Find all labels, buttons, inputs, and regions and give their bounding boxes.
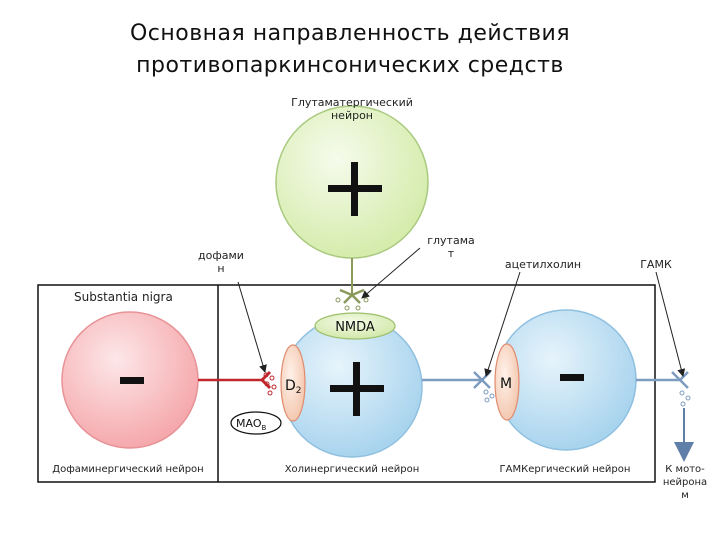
title-line-2: противопаркинсонических средств [136,53,564,78]
acetylcholine-pointer [484,271,521,377]
motor-neuron-label: К мото- нейрона м [662,464,708,501]
glutamate-pointer [361,247,421,299]
dopamine-label: дофами н [198,249,244,275]
d2-receptor [280,344,306,422]
acetylcholine-label: ацетилхолин [504,258,582,271]
page-title: Основная направленность действия противо… [60,18,640,82]
substantia-nigra-label: Substantia nigra [74,290,173,304]
plus-sign-glutamatergic [328,162,382,216]
nmda-receptor [314,312,396,340]
dopamine-pointer [237,281,267,373]
glutamate-label: глутама т [427,234,475,260]
substantia-nigra-box [37,284,656,483]
minus-sign-gabaergic [560,374,584,381]
title-line-1: Основная направленность действия [129,21,571,46]
m-receptor [494,343,520,421]
nmda-receptor-label: NMDA [335,320,375,335]
gabaergic-neuron-label: ГАМКергический нейрон [499,464,631,475]
dopaminergic-neuron-label: Дофаминергический нейрон [52,464,204,475]
m-receptor-label: M [500,376,512,392]
cholinergic-neuron-label: Холинергический нейрон [284,464,420,475]
cholinergic-terminal [473,371,495,403]
mao-b-enzyme [230,411,282,435]
gaba-label: ГАМК [640,258,672,271]
d2-receptor-label: D2 [285,378,302,396]
glutamatergic-neuron-label: Глутаматергический нейрон [291,96,413,122]
glutamatergic-terminal [335,288,369,311]
gaba-pointer [655,271,686,377]
plus-sign-cholinergic [330,362,384,416]
mao-b-label: MAOB [236,417,266,432]
minus-sign-dopaminergic [120,377,144,384]
gabaergic-terminal [671,371,691,407]
dopaminergic-terminal [260,370,277,396]
